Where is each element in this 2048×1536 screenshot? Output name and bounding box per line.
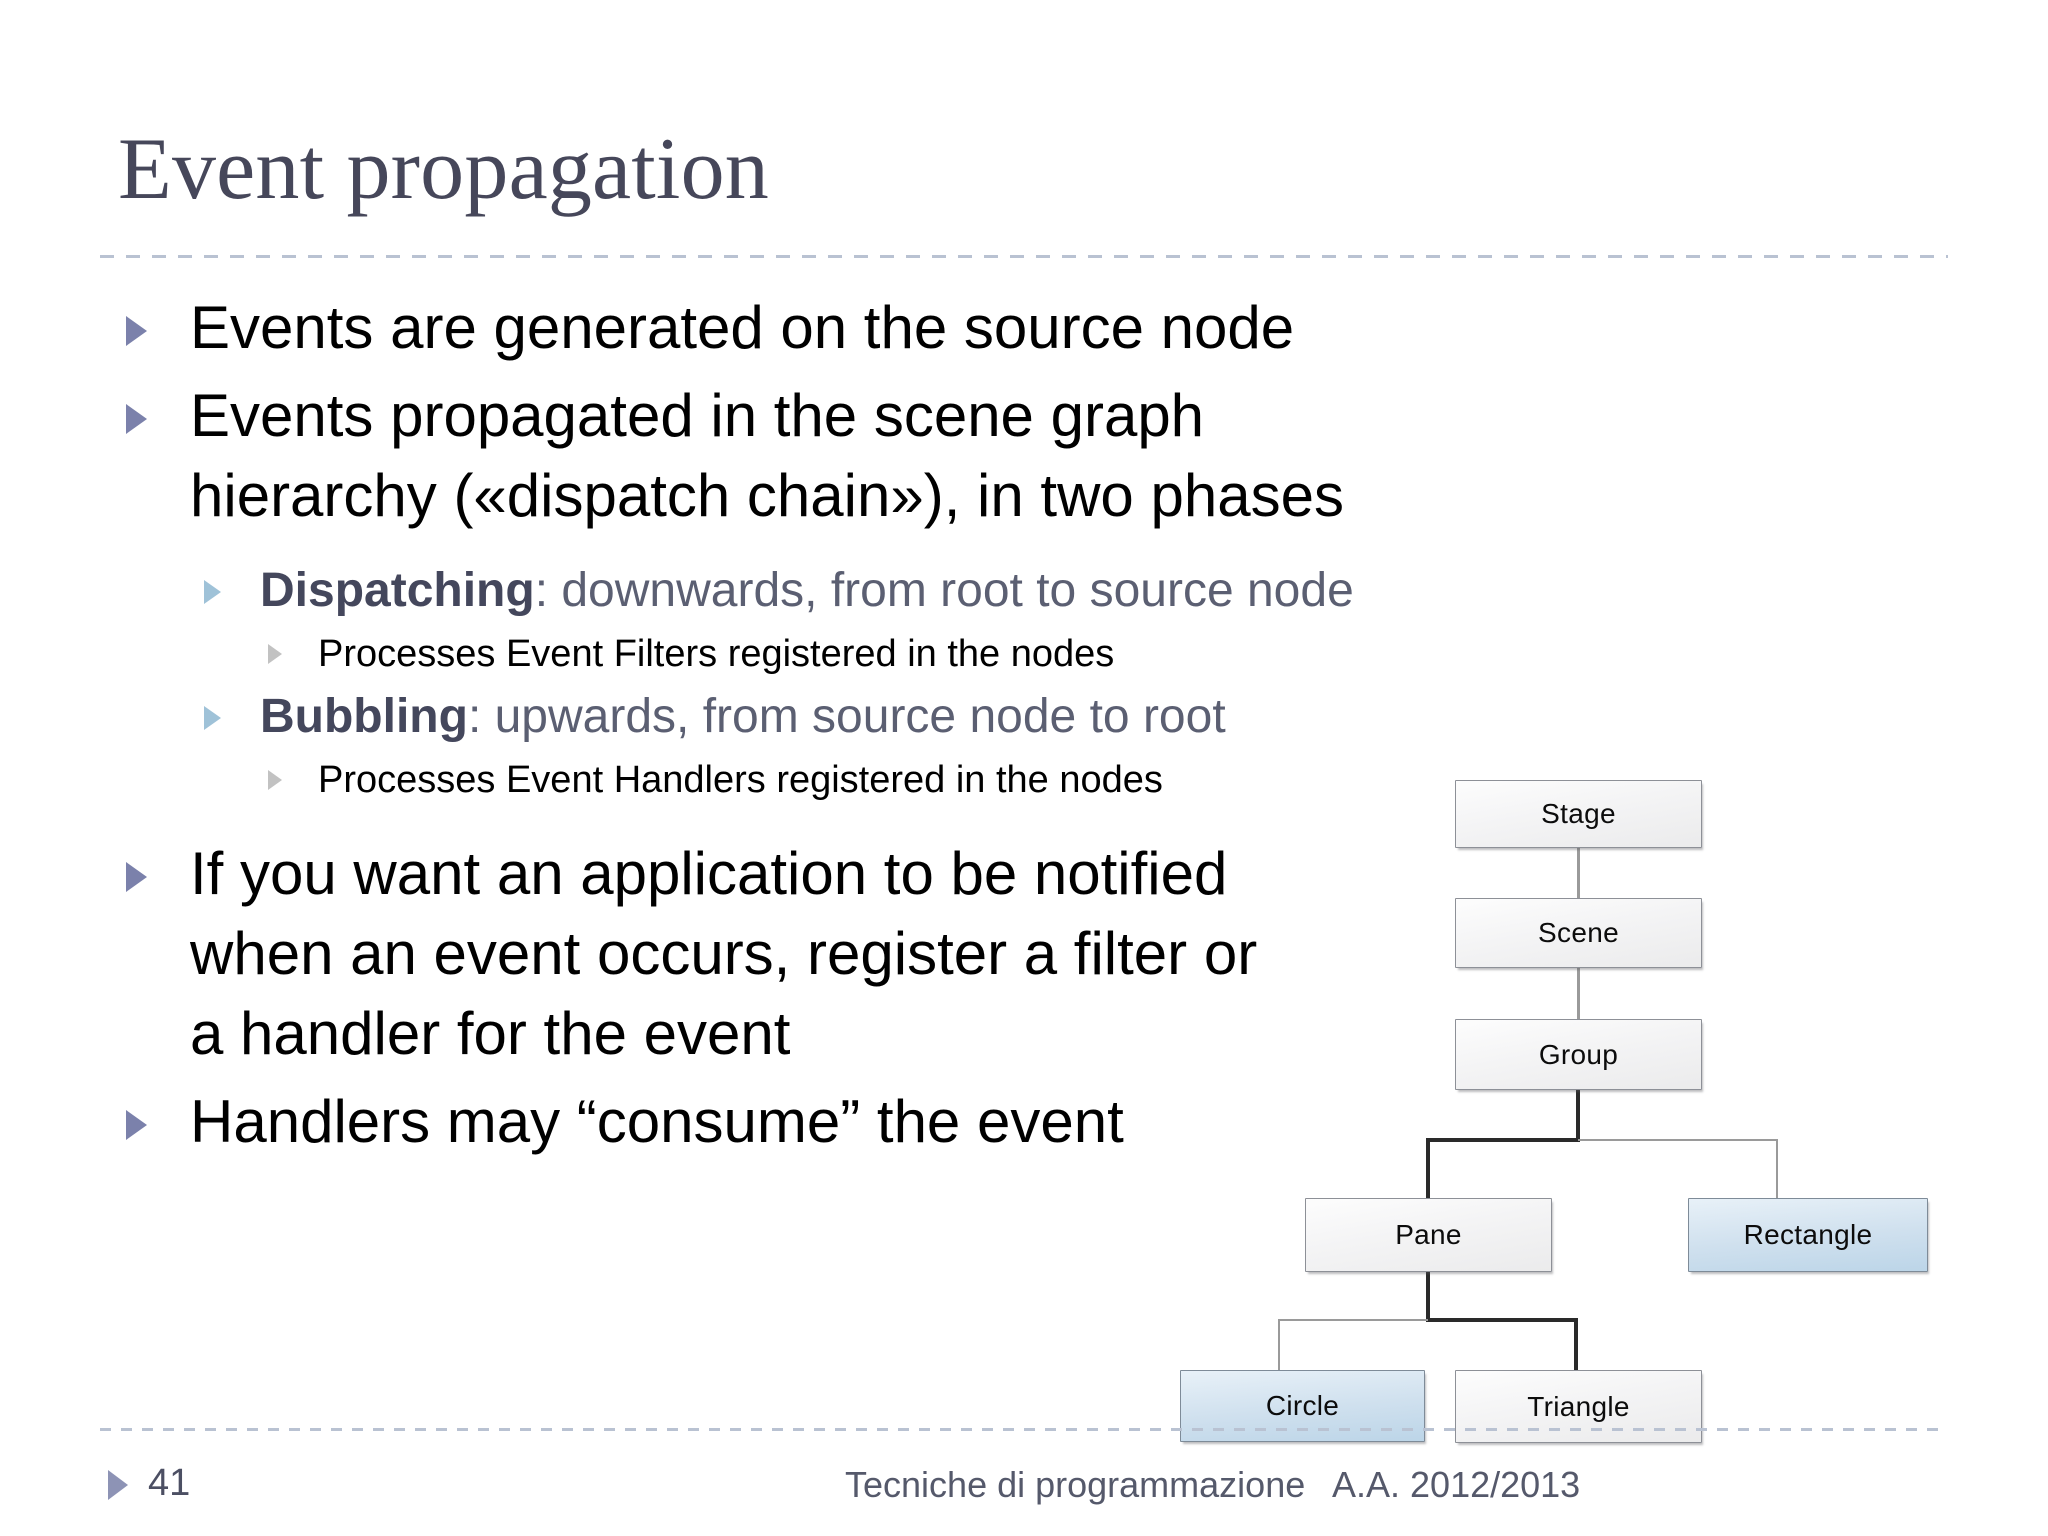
- edge-group-down: [1576, 1088, 1580, 1142]
- bullet-triangle-icon: [204, 580, 221, 604]
- edge-pane-triangle-v: [1574, 1318, 1578, 1370]
- edge-stage-scene: [1577, 846, 1580, 898]
- edge-group-rect-v: [1776, 1139, 1778, 1199]
- node-label: Pane: [1395, 1219, 1462, 1250]
- bullet-level3: Processes Event Handlers registered in t…: [108, 752, 1448, 808]
- bullet-lead: Bubbling: [260, 690, 468, 743]
- bullet-triangle-icon: [268, 644, 282, 664]
- node-stage[interactable]: Stage: [1455, 780, 1702, 848]
- bullet-text: Events are generated on the source node: [190, 294, 1295, 361]
- bullet-level1: Handlers may “consume” the event: [108, 1082, 1448, 1162]
- bullet-triangle-icon: [268, 770, 282, 790]
- bullet-text: If you want an application to be notifie…: [190, 840, 1258, 1067]
- edge-pane-circle-h: [1278, 1319, 1428, 1321]
- bullet-level1: Events propagated in the scene graph hie…: [108, 376, 1448, 536]
- bullet-text: Handlers may “consume” the event: [190, 1088, 1124, 1155]
- page-number: 41: [148, 1462, 191, 1504]
- node-scene[interactable]: Scene: [1455, 898, 1702, 968]
- bullet-triangle-icon: [126, 862, 147, 892]
- footer: 41 Tecniche di programmazione A.A. 2012/…: [100, 1450, 1948, 1520]
- header-divider: [100, 255, 1948, 258]
- footer-divider: [100, 1428, 1948, 1431]
- bullet-list: Events are generated on the source node …: [108, 288, 1448, 1170]
- bullet-text: Events propagated in the scene graph hie…: [190, 382, 1344, 529]
- bullet-text: : downwards, from root to source node: [534, 564, 1354, 617]
- bullet-triangle-icon: [126, 1110, 147, 1140]
- page-title: Event propagation: [118, 121, 769, 218]
- edge-pane-circle-v: [1278, 1319, 1280, 1371]
- node-label: Rectangle: [1743, 1219, 1873, 1250]
- edge-scene-group: [1577, 966, 1580, 1020]
- edge-group-pane-v: [1426, 1138, 1430, 1198]
- bullet-triangle-icon: [126, 316, 147, 346]
- edge-pane-down: [1426, 1272, 1430, 1322]
- scene-graph-diagram: Stage Scene Group Pane Rectangle Circle …: [1180, 760, 2000, 1443]
- node-label: Stage: [1541, 798, 1616, 829]
- edge-group-rect-h: [1578, 1139, 1778, 1141]
- node-group[interactable]: Group: [1455, 1019, 1702, 1090]
- bullet-level3: Processes Event Filters registered in th…: [108, 626, 1448, 682]
- bullet-triangle-icon: [126, 404, 147, 434]
- footer-academic-year: A.A. 2012/2013: [1332, 1464, 1581, 1505]
- node-triangle[interactable]: Triangle: [1455, 1370, 1702, 1443]
- node-rectangle[interactable]: Rectangle: [1688, 1198, 1928, 1272]
- node-label: Group: [1538, 1038, 1619, 1070]
- node-label: Scene: [1538, 917, 1619, 948]
- bullet-level1: Events are generated on the source node: [108, 288, 1448, 368]
- title-area: Event propagation: [118, 118, 1938, 248]
- node-circle[interactable]: Circle: [1180, 1370, 1425, 1442]
- bullet-lead: Dispatching: [260, 564, 535, 617]
- node-label: Circle: [1265, 1390, 1340, 1421]
- bullet-text: Processes Event Handlers registered in t…: [318, 759, 1163, 801]
- bullet-level2: Dispatching: downwards, from root to sou…: [108, 558, 1448, 624]
- bullet-level1: If you want an application to be notifie…: [108, 834, 1270, 1074]
- bullet-triangle-icon: [204, 706, 221, 730]
- edge-group-pane-h: [1426, 1138, 1580, 1142]
- bullet-level2: Bubbling: upwards, from source node to r…: [108, 684, 1448, 750]
- bullet-text: Processes Event Filters registered in th…: [318, 633, 1115, 675]
- edge-pane-triangle-h: [1426, 1318, 1578, 1322]
- footer-course: Tecniche di programmazione: [845, 1464, 1306, 1505]
- node-label: Triangle: [1527, 1390, 1630, 1422]
- spacer: [108, 544, 1448, 558]
- spacer: [108, 810, 1448, 834]
- page-triangle-icon: [108, 1470, 128, 1500]
- node-pane[interactable]: Pane: [1305, 1198, 1552, 1272]
- bullet-text: : upwards, from source node to root: [467, 690, 1226, 743]
